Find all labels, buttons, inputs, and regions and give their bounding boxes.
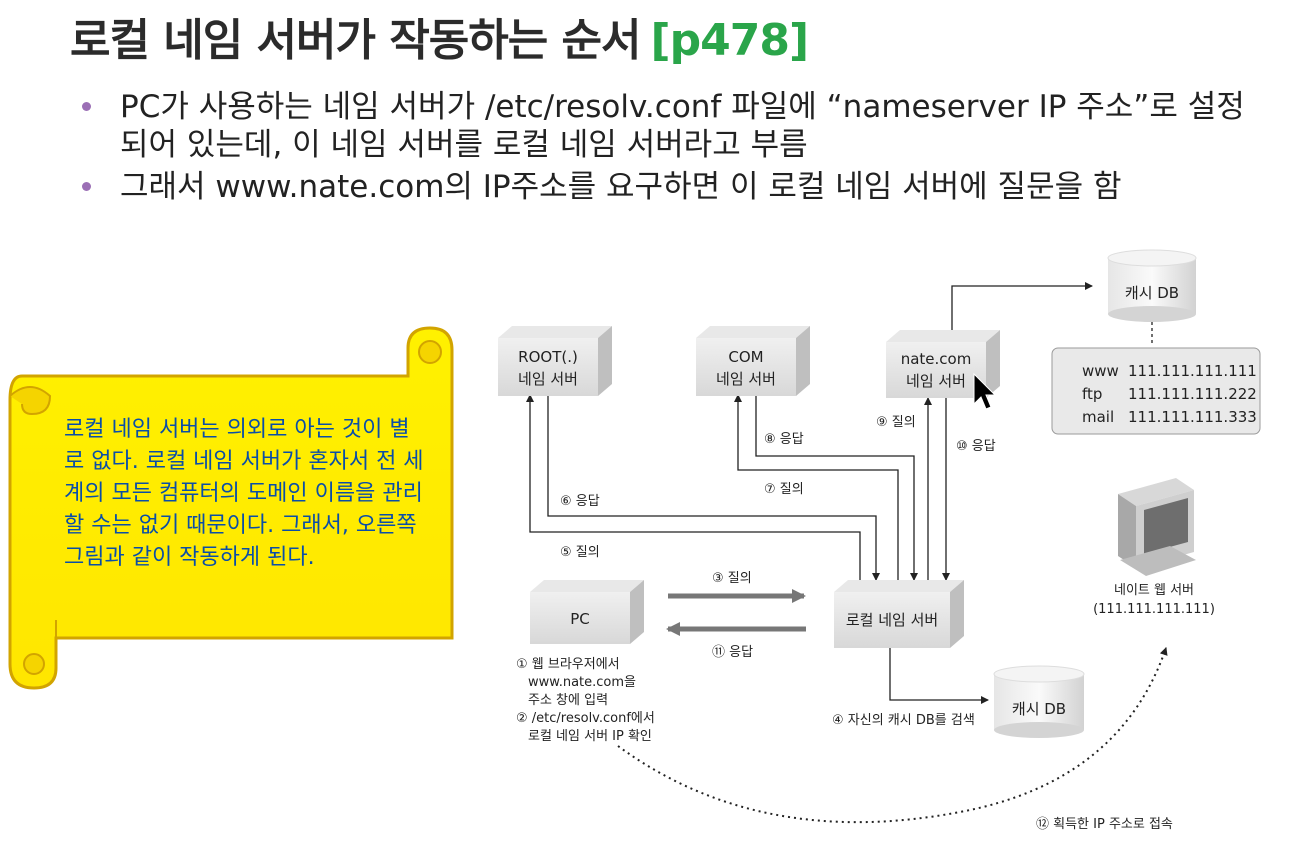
step10-label: ⑩ 응답 <box>956 439 996 454</box>
local-server-box <box>834 580 964 648</box>
step2-line1: ② /etc/resolv.conf에서 <box>516 711 655 726</box>
step3-label: ③ 질의 <box>712 571 752 586</box>
arrow-step8 <box>755 395 918 581</box>
step1-line1: ① 웹 브라우저에서 <box>516 657 620 672</box>
arrow-step4 <box>889 648 989 704</box>
cache-db-bottom <box>993 665 1085 738</box>
step4-label: ④ 자신의 캐시 DB를 검색 <box>832 713 975 728</box>
arrow-step6 <box>547 395 880 581</box>
step8-label: ⑧ 응답 <box>764 432 804 447</box>
nate-server-line1: nate.com <box>901 350 972 368</box>
com-server-box <box>696 326 810 396</box>
web-server-ip: (111.111.111.111) <box>1093 602 1215 617</box>
record-ip: 111.111.111.333 <box>1128 408 1257 426</box>
pc-label: PC <box>570 610 590 628</box>
step1-line2: www.nate.com을 <box>528 675 636 690</box>
mouse-cursor-icon <box>973 372 997 410</box>
cache-db-bottom-label: 캐시 DB <box>1012 700 1066 718</box>
com-server-line1: COM <box>728 348 763 366</box>
bullet-dot-icon <box>82 182 91 191</box>
root-server-box <box>498 326 612 396</box>
record-name: mail <box>1082 408 1114 426</box>
nate-server-line2: 네임 서버 <box>906 372 966 390</box>
root-server-line2: 네임 서버 <box>518 370 578 388</box>
title-text: 로컬 네임 서버가 작동하는 순서 <box>70 15 642 66</box>
arrow-nate-cache <box>951 282 1093 330</box>
bullet-dot-icon <box>82 102 91 111</box>
scroll-callout <box>8 326 454 690</box>
local-server-label: 로컬 네임 서버 <box>846 611 938 629</box>
step9-label: ⑨ 질의 <box>876 415 916 430</box>
record-ip: 111.111.111.222 <box>1128 385 1257 403</box>
arrow-step5 <box>526 394 861 580</box>
record-ip: 111.111.111.111 <box>1128 362 1257 380</box>
root-server-line1: ROOT(.) <box>518 348 578 366</box>
bullet-item: PC가 사용하는 네임 서버가 /etc/resolv.conf 파일에 “na… <box>82 88 1262 164</box>
step1-line3: 주소 창에 입력 <box>528 693 608 708</box>
step6-label: ⑥ 응답 <box>560 494 600 509</box>
bullet-text: PC가 사용하는 네임 서버가 /etc/resolv.conf 파일에 “na… <box>120 89 1245 163</box>
record-name: ftp <box>1082 385 1102 403</box>
cache-db-top-label: 캐시 DB <box>1125 284 1179 302</box>
pc-box <box>530 580 644 644</box>
step2-line2: 로컬 네임 서버 IP 확인 <box>528 729 652 744</box>
page-reference: [p478] <box>650 15 810 66</box>
arrow-step12 <box>617 647 1168 824</box>
step7-label: ⑦ 질의 <box>764 482 804 497</box>
bullet-item: 그래서 www.nate.com의 IP주소를 요구하면 이 로컬 네임 서버에… <box>82 168 1262 206</box>
step11-label: ⑪ 응답 <box>712 645 753 660</box>
slide-title: 로컬 네임 서버가 작동하는 순서[p478] <box>70 4 810 68</box>
nate-server-box <box>886 330 1000 398</box>
step5-label: ⑤ 질의 <box>560 545 600 560</box>
record-name: www <box>1082 362 1119 380</box>
callout-text: 로컬 네임 서버는 의외로 아는 것이 별로 없다. 로컬 네임 서버가 혼자서… <box>64 417 424 570</box>
web-server-computer-icon <box>1118 478 1196 576</box>
bullet-text: 그래서 www.nate.com의 IP주소를 요구하면 이 로컬 네임 서버에… <box>120 169 1122 205</box>
arrow-step7 <box>734 394 899 580</box>
cache-db-top <box>1107 249 1197 322</box>
step12-label: ⑫ 획득한 IP 주소로 접속 <box>1036 817 1173 832</box>
web-server-name: 네이트 웹 서버 <box>1114 583 1194 598</box>
bullet-list: PC가 사용하는 네임 서버가 /etc/resolv.conf 파일에 “na… <box>82 88 1262 210</box>
com-server-line2: 네임 서버 <box>716 370 776 388</box>
dns-records-table <box>1051 347 1261 435</box>
